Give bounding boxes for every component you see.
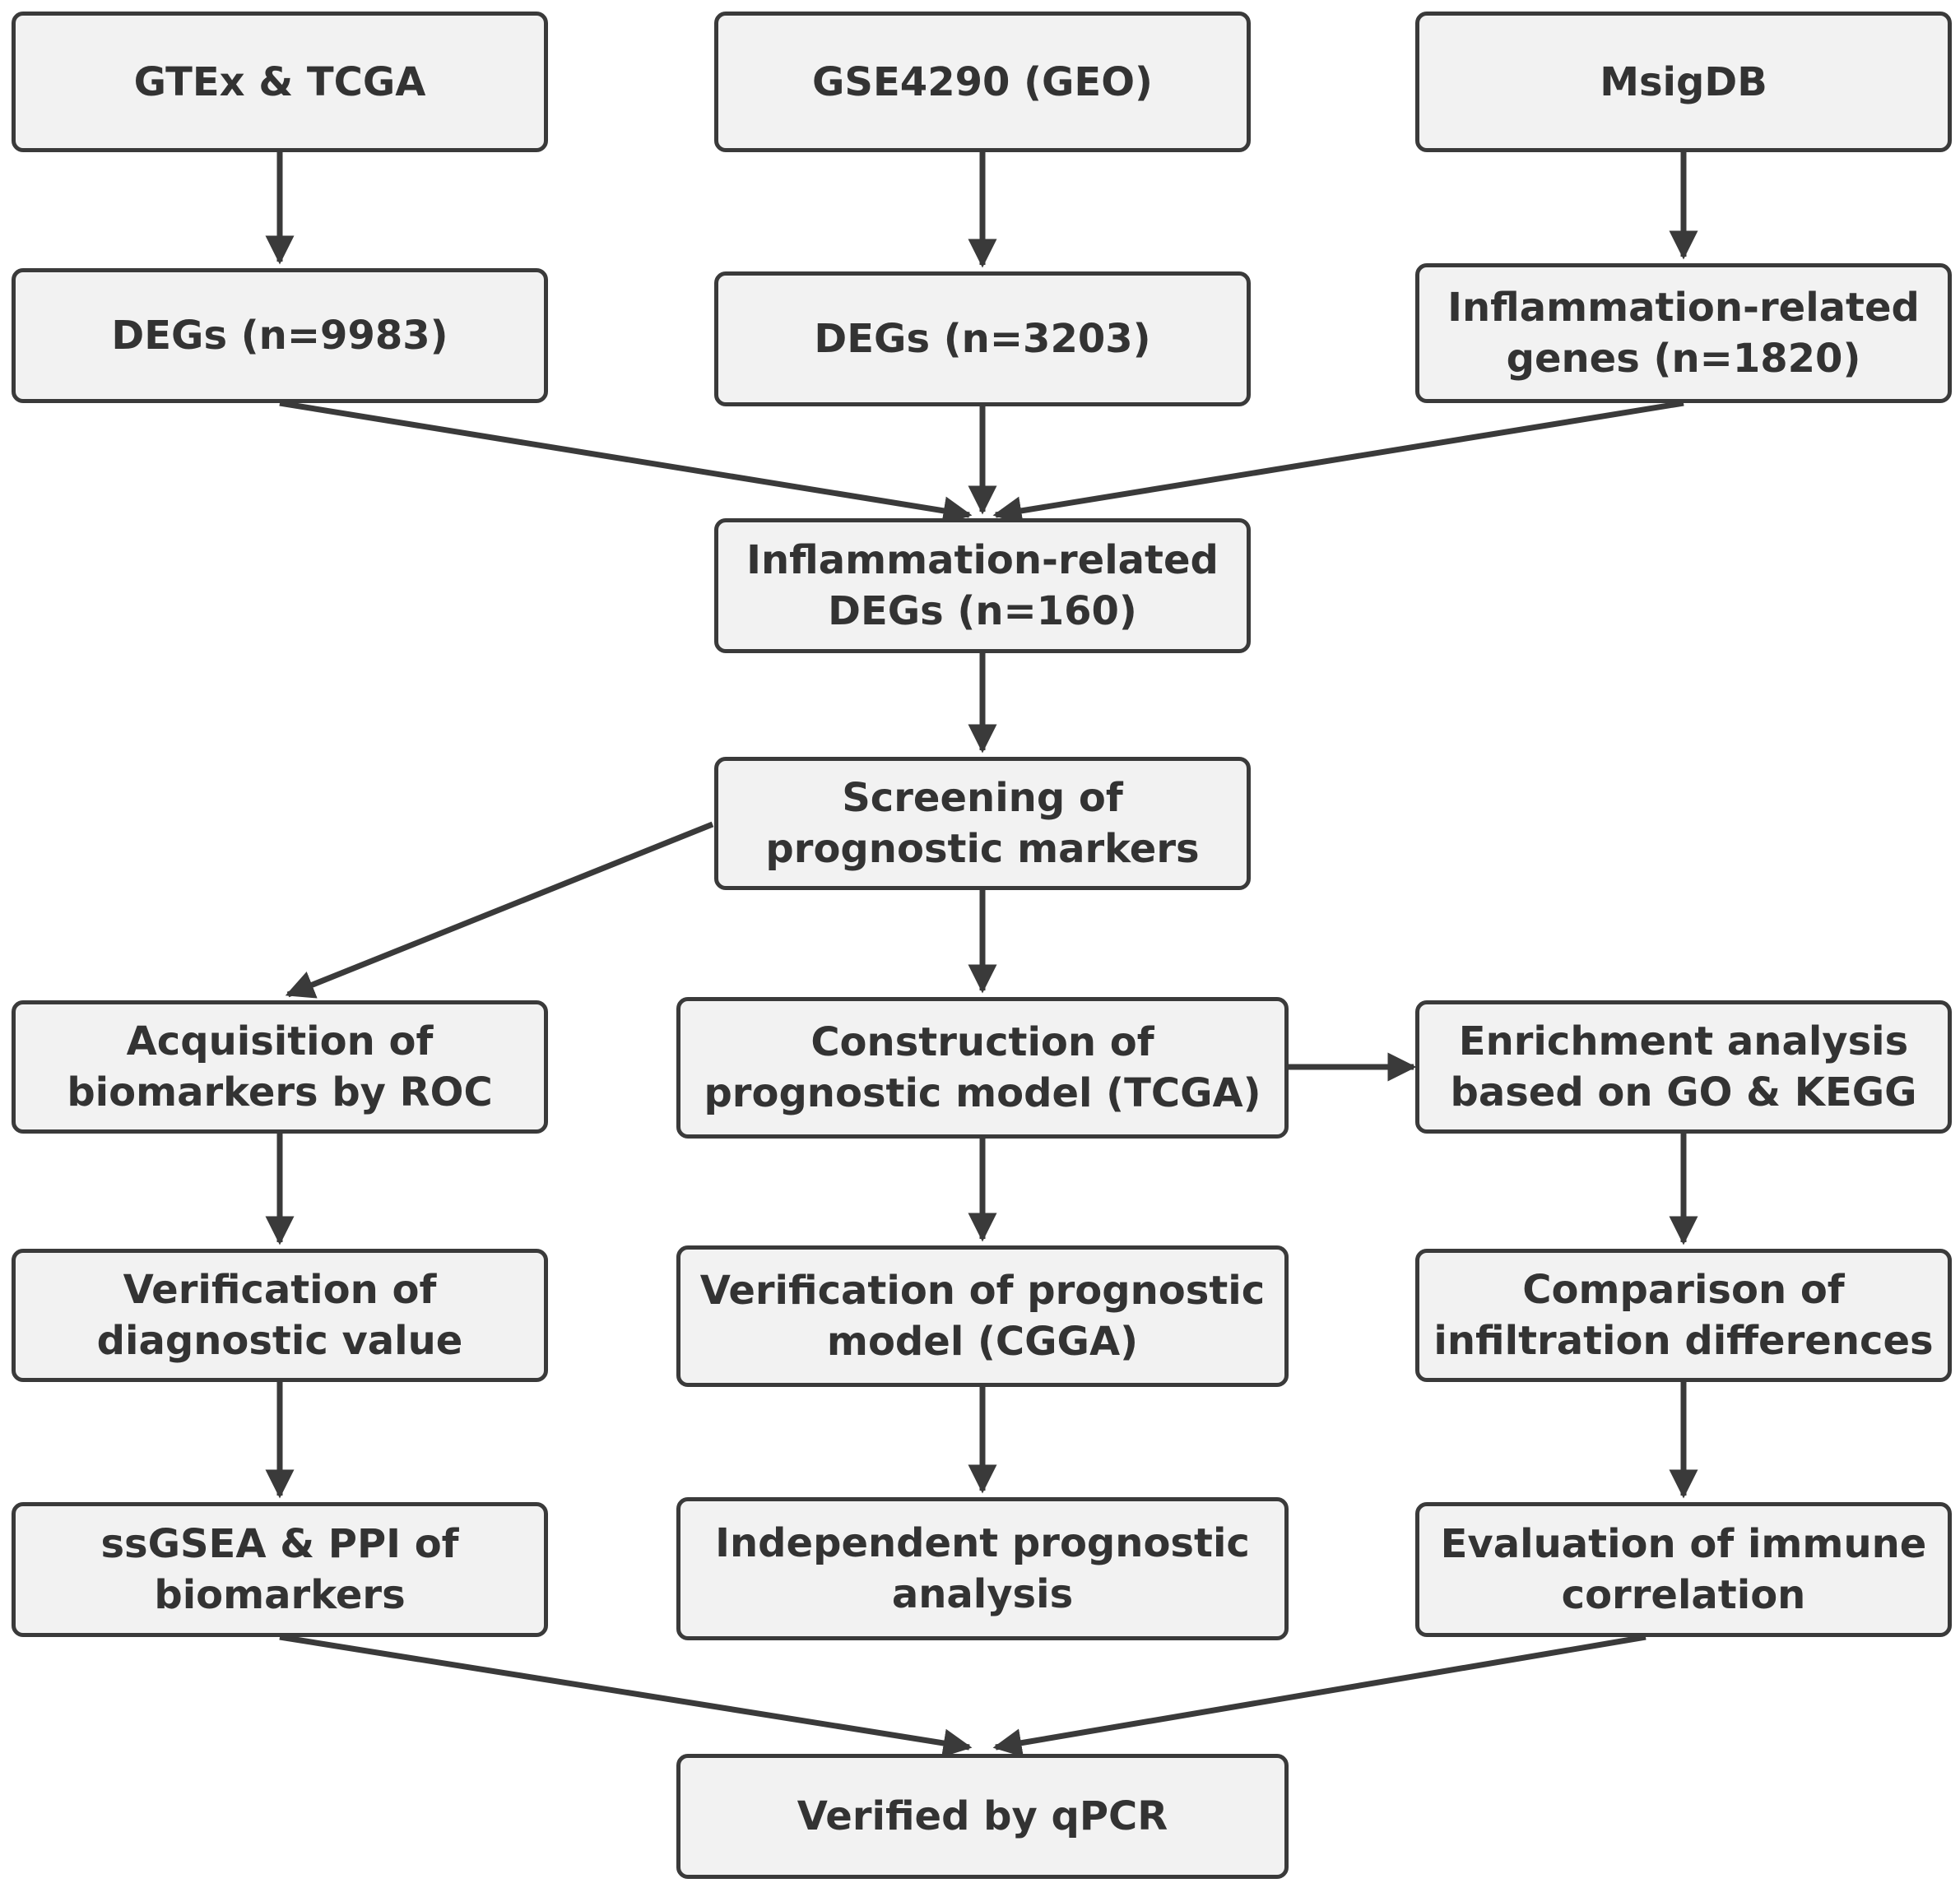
arrow-screening-to-acquisition [285, 821, 714, 999]
node-ssgsea: ssGSEA & PPI of biomarkers [12, 1502, 548, 1637]
arrow-evaluation-to-qpcr [992, 1634, 1646, 1757]
node-verification-model: Verification of prognostic model (CGGA) [676, 1245, 1289, 1387]
arrow-ssgsea-to-qpcr [279, 1634, 973, 1758]
arrow-inflgenes-to-infldegs [992, 400, 1684, 526]
node-msigdb: MsigDB [1415, 12, 1952, 152]
node-evaluation: Evaluation of immune correlation [1415, 1502, 1952, 1637]
node-gse4290: GSE4290 (GEO) [714, 12, 1251, 152]
node-degs-3203: DEGs (n=3203) [714, 271, 1251, 406]
node-acquisition: Acquisition of biomarkers by ROC [12, 1000, 548, 1134]
node-verification-diagnostic: Verification of diagnostic value [12, 1249, 548, 1382]
node-qpcr: Verified by qPCR [676, 1754, 1289, 1879]
node-comparison: Comparison of infiltration differences [1415, 1249, 1952, 1382]
node-construction: Construction of prognostic model (TCGA) [676, 997, 1289, 1139]
node-screening: Screening of prognostic markers [714, 757, 1251, 890]
node-gtex-tcga: GTEx & TCGA [12, 12, 548, 152]
node-independent: Independent prognostic analysis [676, 1497, 1289, 1640]
node-inflammation-degs: Inflammation-related DEGs (n=160) [714, 518, 1251, 653]
arrow-degs9983-to-infldegs [279, 400, 973, 526]
node-degs-9983: DEGs (n=9983) [12, 268, 548, 403]
node-inflammation-genes: Inflammation-related genes (n=1820) [1415, 263, 1952, 403]
node-enrichment: Enrichment analysis based on GO & KEGG [1415, 1000, 1952, 1134]
